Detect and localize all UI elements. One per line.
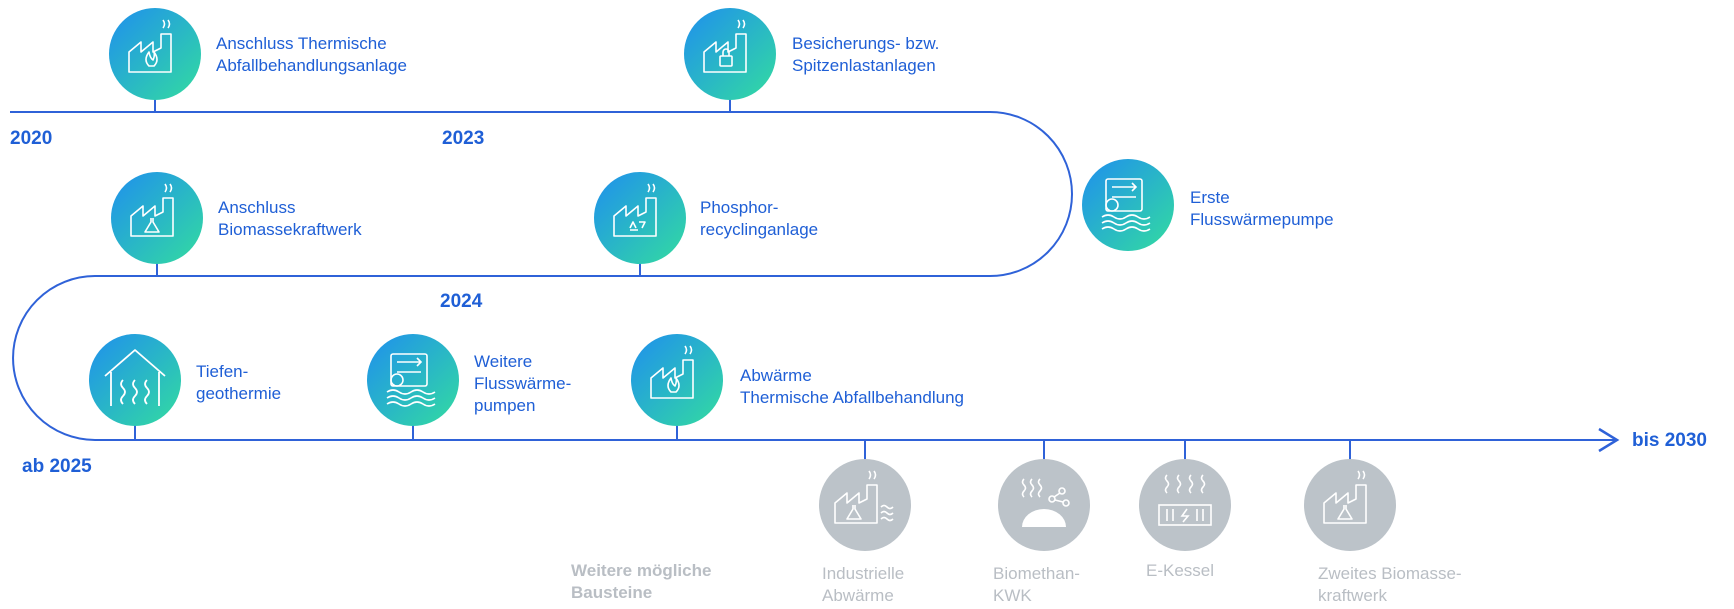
year-label-2030: bis 2030 <box>1632 430 1707 451</box>
heat-pump-icon <box>386 353 436 407</box>
factory-waves-icon <box>834 470 894 524</box>
further-ekessel-label: E-Kessel <box>1146 561 1215 580</box>
factory-recycle-icon <box>613 183 657 237</box>
biogas-dome-icon <box>1021 478 1070 507</box>
milestone-abwaerme-label: Abwärme Thermische Abfallbehandlung <box>740 366 964 407</box>
milestone-tab-circle <box>109 8 201 100</box>
timeline-arrowhead <box>1598 427 1620 453</box>
further-industrie-circle <box>819 459 911 551</box>
milestone-abwaerme-circle <box>631 334 723 426</box>
milestone-phosphor-circle <box>594 172 686 264</box>
house-heat-icon <box>104 349 166 406</box>
year-label-2024: 2024 <box>440 291 483 312</box>
heat-pump-icon <box>1101 178 1151 232</box>
milestone-spitzen-circle <box>684 8 776 100</box>
factory-lock-icon <box>703 19 747 73</box>
milestone-tiefen-label: Tiefen- geothermie <box>196 362 282 403</box>
milestone-spitzen-label: Besicherungs- bzw. Spitzenlastanlagen <box>792 34 940 75</box>
further-blocks-title: Weitere mögliche Bausteine <box>571 561 712 602</box>
biogas-dome-shape <box>1022 509 1066 527</box>
factory-flame-icon <box>128 19 172 73</box>
year-label-2020: 2020 <box>10 128 53 149</box>
milestone-tab-label: Anschluss Thermische Abfallbehandlungsan… <box>216 34 407 75</box>
milestone-biomasse-label: Anschluss Biomassekraftwerk <box>218 198 362 239</box>
milestone-phosphor-label: Phosphor- recyclinganlage <box>700 198 819 239</box>
further-industrie-label: Industrielle Abwärme <box>822 564 905 605</box>
timeline-line <box>10 111 1617 441</box>
factory-flame-icon <box>650 345 694 399</box>
milestone-fluss2-circle <box>367 334 459 426</box>
electric-boiler-icon <box>1158 474 1212 526</box>
further-biomethan-label: Biomethan- KWK <box>993 564 1080 605</box>
factory-flask-icon <box>1323 470 1367 524</box>
year-label-2023: 2023 <box>442 128 485 149</box>
further-ekessel-circle <box>1139 459 1231 551</box>
further-biomasse2-circle <box>1304 459 1396 551</box>
factory-flask-icon <box>130 183 174 237</box>
milestone-fluss1-label: Erste Flusswärmepumpe <box>1190 188 1334 229</box>
year-label-2025: ab 2025 <box>22 456 92 477</box>
milestone-fluss2-label: Weitere Flusswärme- pumpen <box>474 352 572 415</box>
milestone-tiefen-circle <box>89 334 181 426</box>
further-biomethan-circle <box>998 459 1090 551</box>
further-biomasse2-label: Zweites Biomasse- kraftwerk <box>1318 564 1462 605</box>
milestone-biomasse-circle <box>111 172 203 264</box>
milestone-fluss1-circle <box>1082 159 1174 251</box>
